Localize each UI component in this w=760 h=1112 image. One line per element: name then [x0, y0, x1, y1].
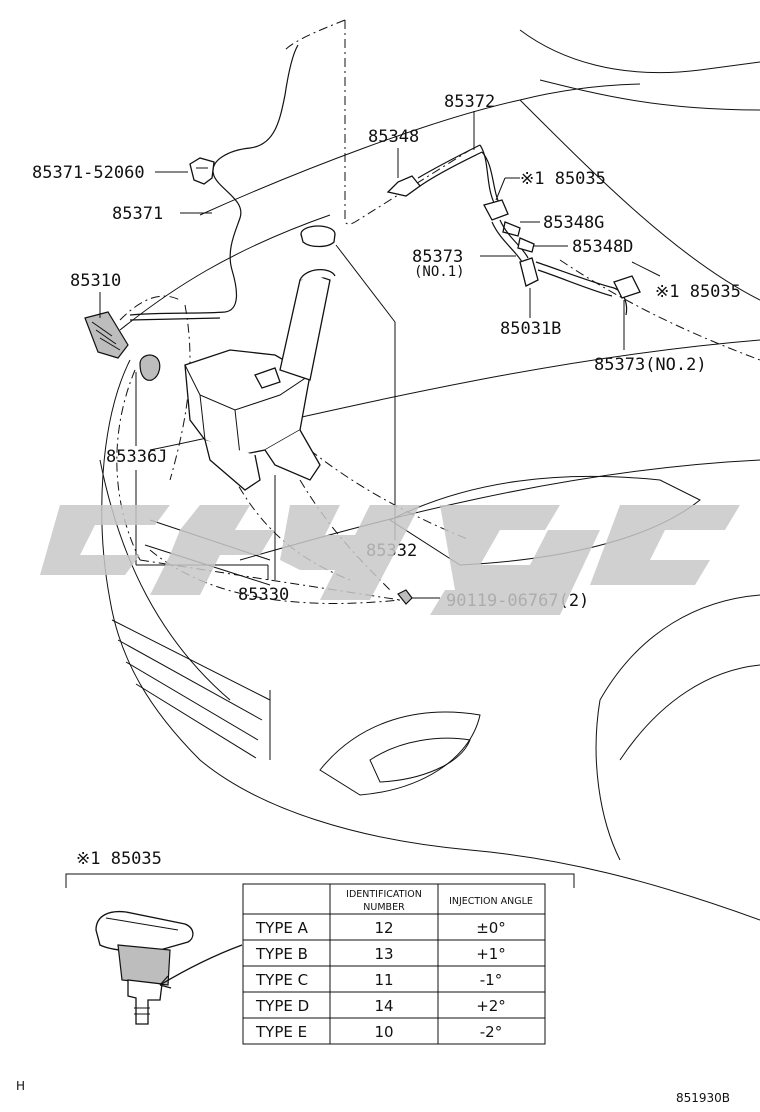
- leader-lines: [99, 111, 661, 599]
- callout-85348: 85348: [368, 127, 419, 147]
- callout-85371-52060: 85371-52060: [32, 163, 145, 183]
- row-a-id: 12: [374, 919, 393, 937]
- callout-85336J: 85336J: [106, 447, 167, 467]
- row-a-type: TYPE A: [255, 919, 309, 937]
- header-identification-line1: IDENTIFICATION: [346, 889, 422, 900]
- row-e-type: TYPE E: [255, 1023, 307, 1041]
- row-c-type: TYPE C: [255, 971, 308, 989]
- washer-tank: [184, 225, 336, 491]
- row-c-angle: -1°: [480, 971, 502, 989]
- callout-85035-lower: ※1 85035: [655, 282, 741, 302]
- row-e-angle: -2°: [480, 1023, 502, 1041]
- injection-angle-table: IDENTIFICATION NUMBER INJECTION ANGLE TY…: [242, 883, 546, 1045]
- callout-85373: 85373: [412, 247, 463, 267]
- clip-90119: [397, 589, 413, 605]
- callout-85031B: 85031B: [500, 319, 561, 339]
- callout-85372: 85372: [444, 92, 495, 112]
- callout-85035-upper: ※1 85035: [520, 169, 606, 189]
- callout-85373-no1: (NO.1): [414, 264, 465, 280]
- header-injection-angle: INJECTION ANGLE: [449, 896, 533, 907]
- callout-85373-no2: 85373(NO.2): [594, 355, 707, 375]
- callout-85371: 85371: [112, 204, 163, 224]
- row-b-type: TYPE B: [255, 945, 308, 963]
- detail-inset: ※1 85035 IDENTIFICATION NUMBER INJECTIO: [65, 849, 575, 1045]
- washer-hose-85371: [129, 44, 299, 321]
- row-d-id: 14: [374, 997, 393, 1015]
- callout-85348D: 85348D: [572, 237, 633, 257]
- nozzle-illustration: [95, 910, 243, 1025]
- callout-85310: 85310: [70, 271, 121, 291]
- corner-mark: H: [16, 1079, 25, 1093]
- row-e-id: 10: [374, 1023, 393, 1041]
- hood-hoses: [386, 144, 641, 316]
- figure-code: 851930B: [676, 1091, 730, 1105]
- watermark: ctyg: [40, 505, 740, 615]
- row-d-angle: +2°: [476, 997, 506, 1015]
- row-a-angle: ±0°: [476, 919, 506, 937]
- callout-85330: 85330: [238, 585, 289, 605]
- row-d-type: TYPE D: [255, 997, 309, 1015]
- washer-pump: [84, 311, 129, 359]
- detail-title: ※1 85035: [76, 849, 162, 869]
- header-identification-line2: NUMBER: [363, 902, 405, 913]
- pump-grommet: [139, 354, 161, 381]
- callout-85348G: 85348G: [543, 213, 604, 233]
- row-b-id: 13: [374, 945, 393, 963]
- row-b-angle: +1°: [476, 945, 506, 963]
- row-c-id: 11: [374, 971, 393, 989]
